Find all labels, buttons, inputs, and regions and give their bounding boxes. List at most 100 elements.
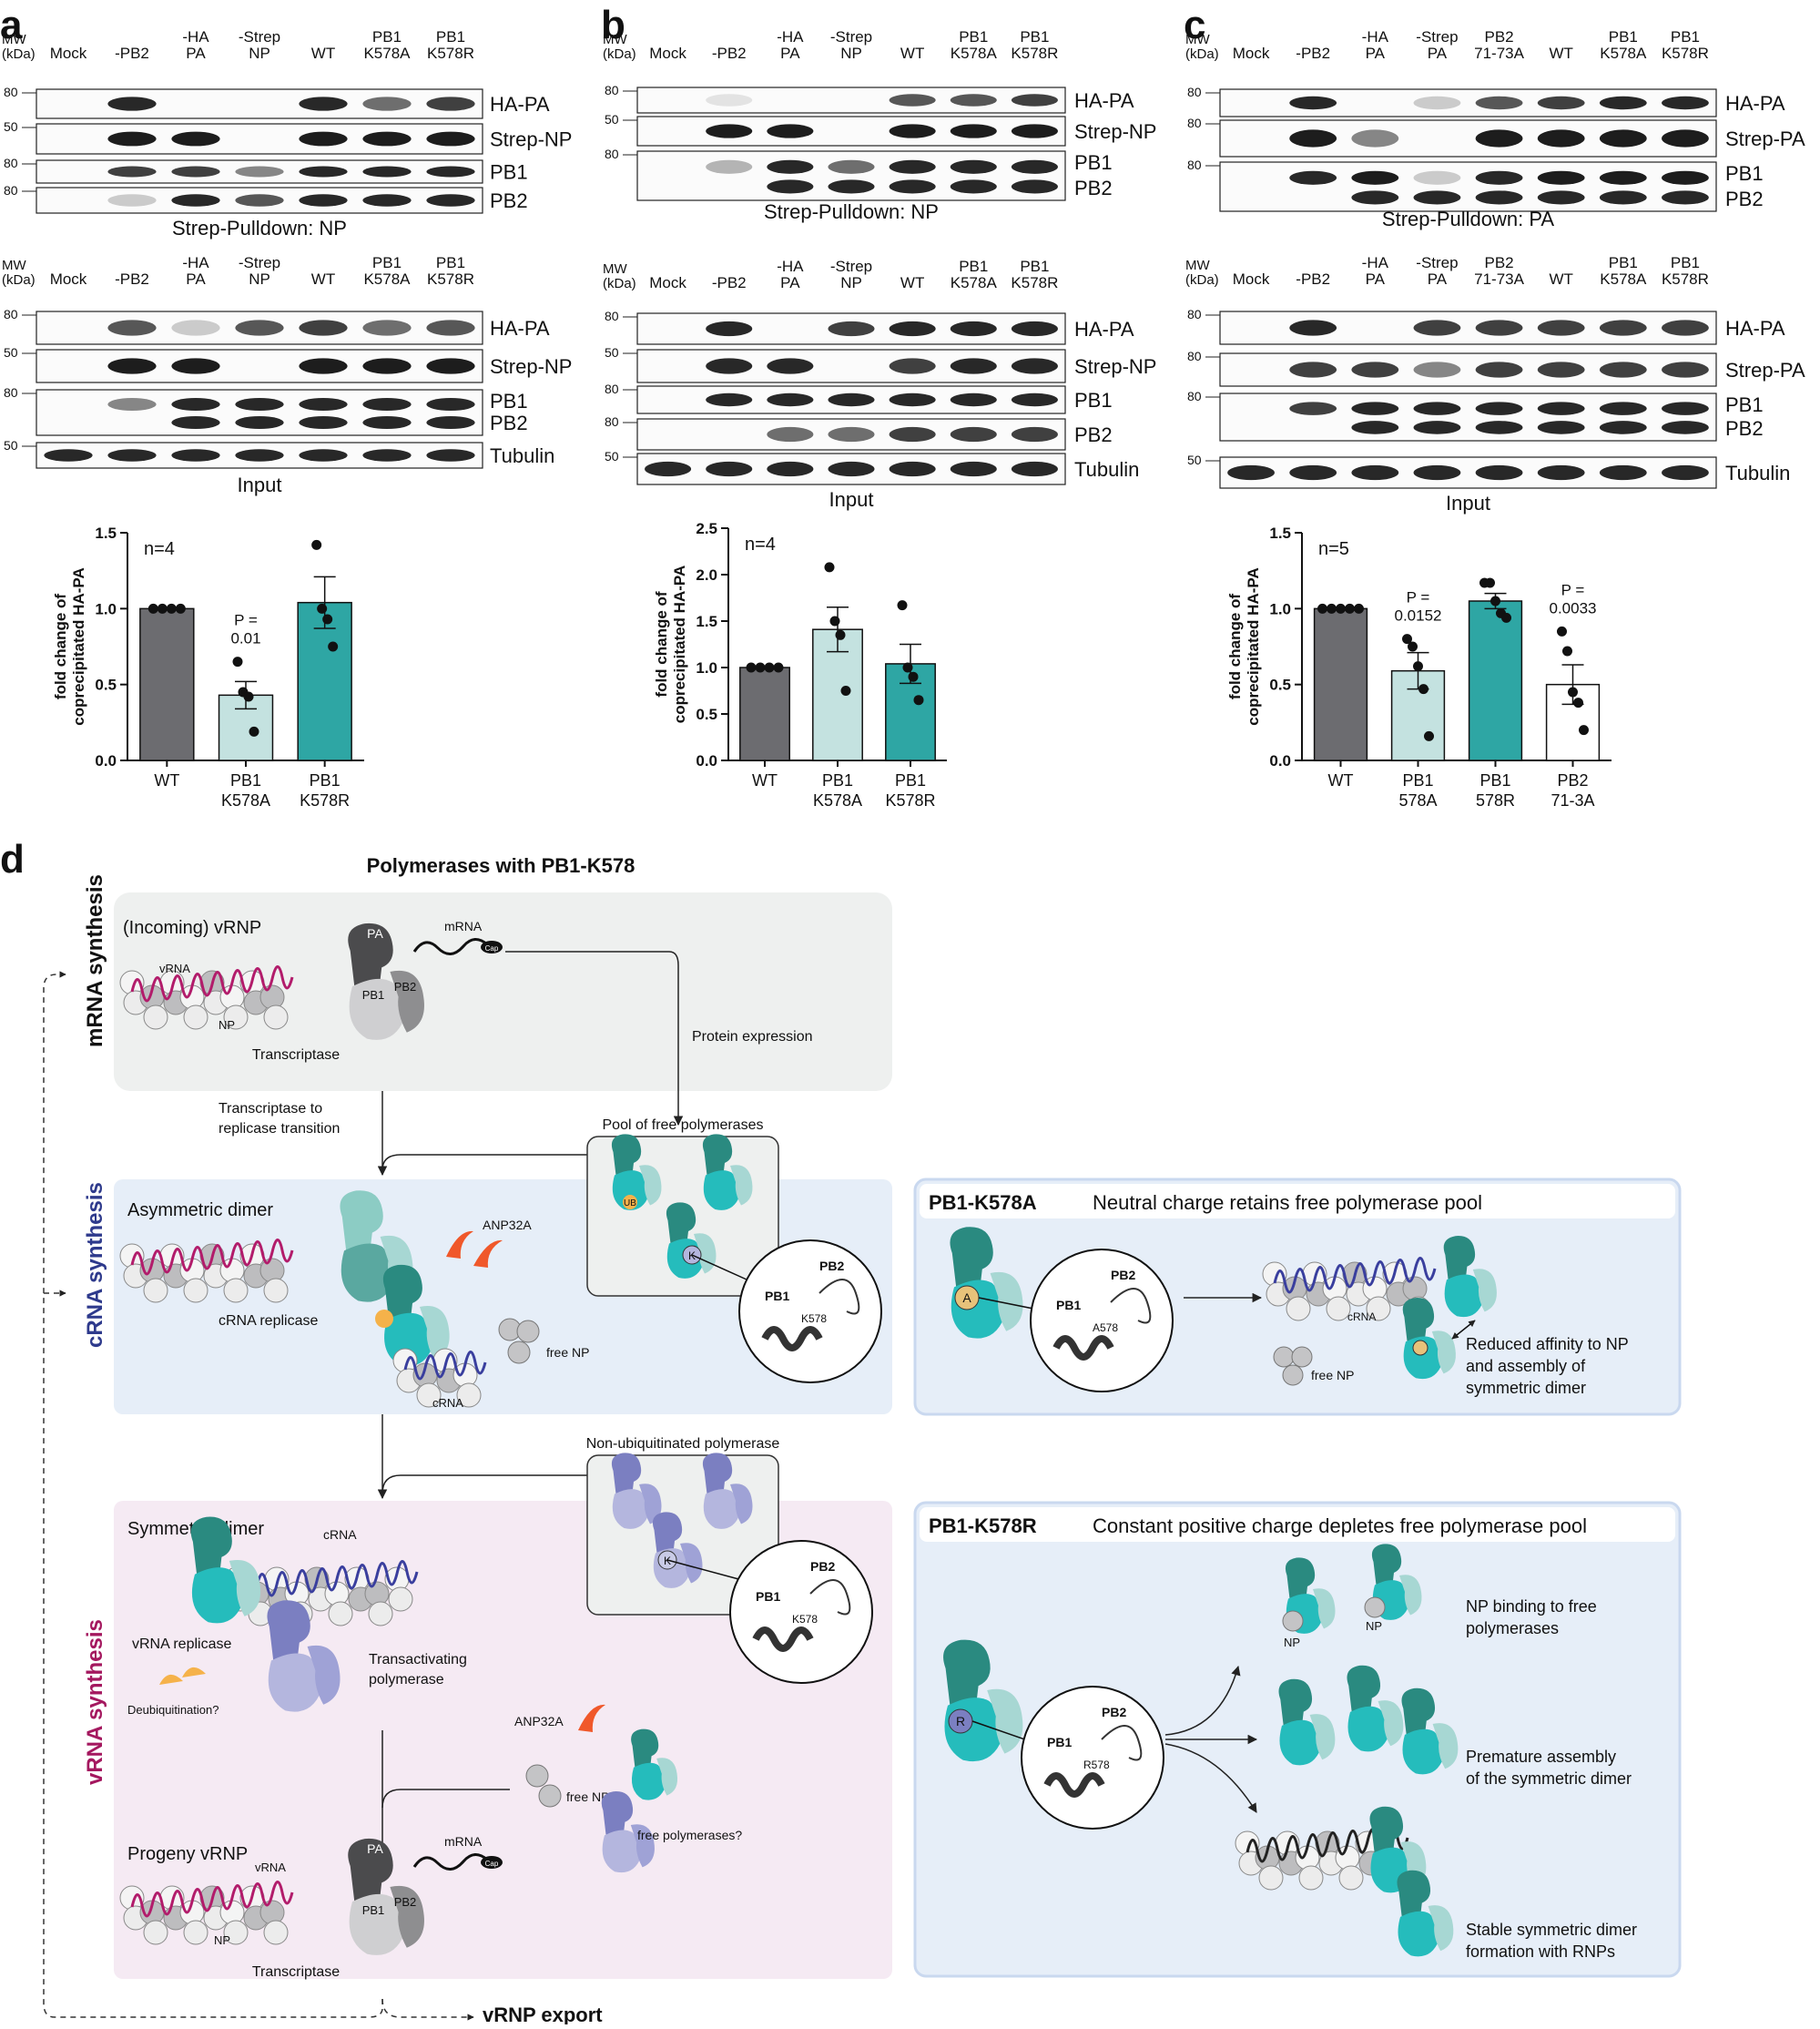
lane-label: -HA	[1362, 254, 1389, 271]
reduced-affinity-arrow	[1451, 1320, 1476, 1340]
transactivating-label-line-0: Transactivating	[369, 1652, 467, 1667]
r-arrow-1	[1164, 1665, 1241, 1736]
pool-label: Pool of free polymerases	[603, 1117, 764, 1133]
k578r-title-bold: PB1-K578R	[929, 1514, 1037, 1537]
progeny-transcriptase	[348, 1838, 424, 1955]
band-label: Strep-NP	[490, 128, 572, 151]
pb1-subunit	[349, 1893, 406, 1955]
lane-label: K578R	[1662, 270, 1709, 288]
np-label-r1: NP	[1284, 1636, 1300, 1649]
x-tick-label: PB1	[310, 771, 341, 790]
data-point	[317, 603, 328, 614]
band	[1662, 96, 1709, 110]
anp32a-label-v: ANP32A	[514, 1714, 564, 1728]
data-point	[1562, 646, 1572, 657]
free-np-a	[1273, 1346, 1295, 1368]
np-bead	[143, 1004, 168, 1030]
x-tick-label: K578A	[221, 791, 270, 810]
band	[299, 97, 348, 111]
np-binding-label-line-0: NP binding to free	[1466, 1597, 1597, 1616]
data-point	[1418, 684, 1429, 695]
vrnp-export-label: vRNP export	[483, 2004, 603, 2024]
band	[362, 194, 412, 207]
pb2-subunit	[390, 1885, 424, 1948]
band	[426, 166, 475, 178]
np-bead	[364, 1581, 390, 1606]
blot-strip	[36, 88, 483, 119]
data-point	[824, 562, 835, 573]
band	[1227, 464, 1275, 481]
band	[1351, 402, 1399, 415]
pb2-subunit	[307, 1645, 341, 1705]
k-label: K	[688, 1249, 696, 1262]
band	[1011, 124, 1058, 138]
x-tick-label: K578A	[813, 791, 862, 810]
band	[299, 320, 348, 336]
band	[362, 97, 412, 111]
p-value-label: P =	[1561, 581, 1585, 598]
x-tick-label: PB2	[1557, 771, 1588, 790]
zoom-r578-helix	[1043, 1772, 1105, 1798]
data-point	[249, 726, 259, 737]
lane-label: WT	[900, 45, 924, 62]
band	[1662, 190, 1709, 205]
progeny-vrnp-label: Progeny vRNP	[127, 1844, 248, 1864]
zoom-k578-pb2: PB2	[819, 1259, 844, 1273]
pb1-subunit	[1398, 1911, 1440, 1957]
pb1-subunit	[1347, 1706, 1390, 1752]
blot-strip	[1219, 161, 1717, 212]
x-tick-label: 578A	[1398, 791, 1437, 810]
lane-label: PA	[1428, 45, 1448, 62]
reduced-affinity-label-line-1: and assembly of	[1466, 1357, 1586, 1375]
k578r-title: Constant positive charge depletes free p…	[1093, 1514, 1587, 1537]
mw-label: MW	[603, 32, 627, 47]
lane-label: K578R	[1011, 45, 1058, 62]
band	[362, 320, 412, 336]
mw-marker: 80	[1187, 85, 1202, 99]
pool-arrow	[381, 1154, 587, 1171]
data-point	[1354, 603, 1364, 614]
crna-replicase-label: cRNA replicase	[219, 1313, 318, 1329]
zoom-a578-pb2: PB2	[1111, 1268, 1135, 1282]
y-tick-label: 1.0	[1269, 600, 1291, 617]
y-axis-label: fold change of	[52, 594, 69, 700]
mw-marker: 50	[4, 438, 18, 453]
band	[1413, 170, 1461, 185]
pb2-label: PB2	[394, 980, 417, 994]
band	[1011, 426, 1058, 443]
lane-label: NP	[249, 45, 270, 62]
lane-label: Mock	[649, 45, 686, 62]
zoom-r578-pb2: PB2	[1102, 1705, 1126, 1719]
pulldown-caption: Strep-Pulldown: PA	[1382, 208, 1554, 230]
lane-label: PB2	[1484, 254, 1513, 271]
band	[1413, 190, 1461, 205]
band-label: HA-PA	[490, 93, 550, 116]
band	[1537, 170, 1585, 185]
pb2-subunit	[639, 1484, 662, 1524]
input-caption: Input	[238, 474, 282, 496]
band	[235, 320, 284, 336]
blot-strip	[636, 87, 1066, 114]
lane-label: -Strep	[1416, 28, 1458, 46]
a-marker-label: A	[962, 1290, 971, 1305]
pb1-subunit	[631, 1762, 666, 1800]
lane-label: K578A	[951, 45, 998, 62]
band	[362, 416, 412, 429]
band-label: PB1	[1725, 393, 1764, 416]
band	[299, 166, 348, 178]
premature-assembly-label-line-0: Premature assembly	[1466, 1748, 1616, 1766]
mw-marker: 80	[4, 156, 18, 170]
mw-marker: 50	[4, 345, 18, 360]
mw-marker: 80	[4, 307, 18, 321]
band	[1599, 362, 1647, 378]
rna-strand	[130, 965, 294, 1003]
data-point	[243, 691, 254, 702]
pb1-subunit	[602, 1830, 642, 1873]
np-bead	[143, 1920, 168, 1945]
mw-marker: 80	[1187, 158, 1202, 172]
p-value: 0.01	[230, 630, 260, 647]
